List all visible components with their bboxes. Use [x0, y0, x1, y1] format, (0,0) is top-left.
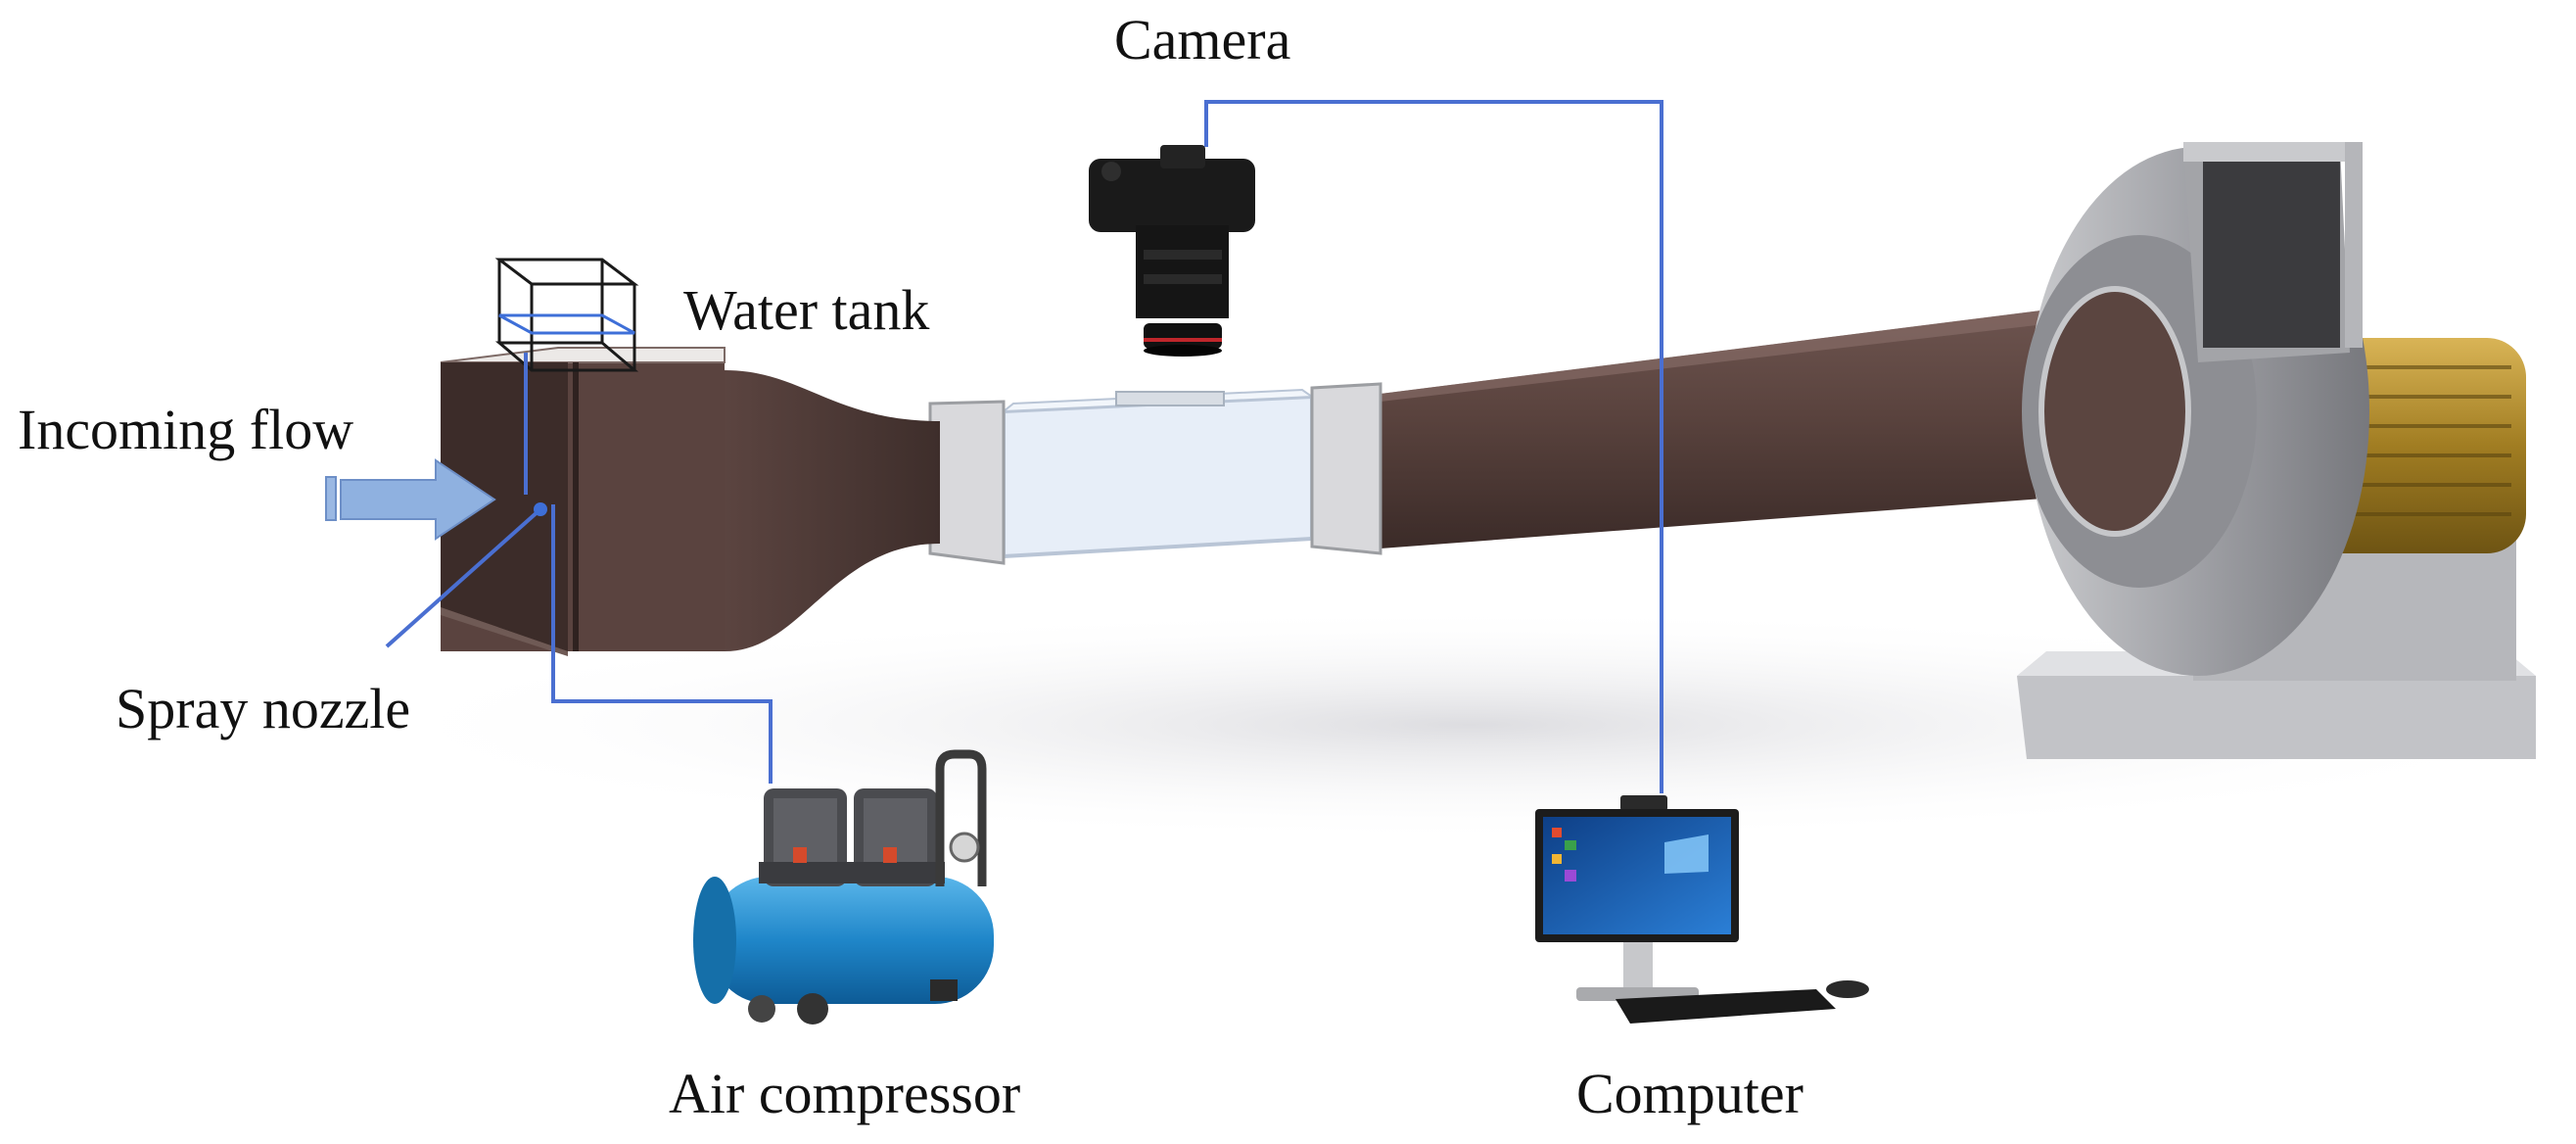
air-compressor-device	[693, 749, 994, 1025]
label-water-tank: Water tank	[683, 278, 930, 342]
camera-device	[1089, 145, 1255, 357]
spray-nozzle-pointer	[385, 507, 542, 648]
label-incoming-flow: Incoming flow	[18, 398, 354, 461]
water-tank	[494, 258, 639, 372]
incoming-flow-arrow	[325, 458, 496, 541]
keyboard	[1616, 989, 1836, 1024]
computer-device	[1535, 795, 1869, 1024]
label-camera: Camera	[1114, 8, 1291, 72]
contraction-section	[440, 347, 940, 656]
label-computer: Computer	[1576, 1062, 1803, 1125]
camera-computer-cable	[1204, 100, 1663, 793]
spray-nozzle	[534, 502, 547, 516]
connector-lines	[385, 100, 1663, 793]
centrifugal-fan	[2017, 142, 2536, 759]
ground-shadow	[343, 607, 2576, 842]
fan-outlet	[2183, 142, 2363, 362]
diffuser-section	[1381, 304, 2095, 548]
test-section	[928, 382, 1382, 565]
air-supply-line	[551, 504, 773, 784]
label-spray-nozzle: Spray nozzle	[116, 677, 411, 740]
mouse	[1826, 980, 1869, 998]
label-air-compressor: Air compressor	[669, 1062, 1021, 1125]
